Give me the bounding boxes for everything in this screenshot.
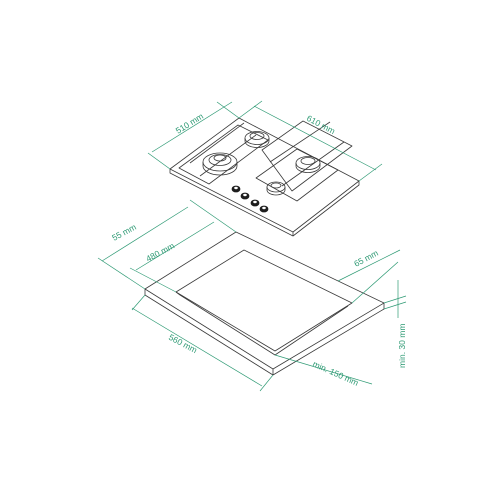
pan-support-right <box>261 120 353 192</box>
burner-right <box>295 156 321 173</box>
control-knobs <box>231 185 269 213</box>
margin-65-line <box>337 249 401 282</box>
margin-55-line <box>101 206 189 262</box>
width-dimension-line <box>253 105 377 171</box>
margin-55-label: 55 mm <box>110 222 138 243</box>
burner-front-small <box>266 181 286 196</box>
countertop <box>144 231 385 376</box>
cutout-dimension-lines <box>97 199 407 392</box>
min-150-label: min. 150 mm <box>311 359 360 388</box>
cutout-inner-edge <box>175 291 349 356</box>
depth-480-line <box>135 221 215 271</box>
depth-480-label: 480 mm <box>144 241 176 264</box>
hob-depth-label: 510 mm <box>174 111 205 136</box>
gas-hob <box>169 117 360 237</box>
width-560-label: 560 mm <box>167 332 199 355</box>
depth-dimension-line <box>151 101 233 153</box>
min-30-label: min. 30 mm <box>397 324 407 368</box>
countertop-thickness <box>144 289 385 376</box>
hob-dimension-lines <box>147 100 383 182</box>
burner-rear <box>244 131 270 148</box>
cutout-opening <box>175 249 353 352</box>
min-150-line <box>274 354 373 385</box>
margin-65-label: 65 mm <box>352 248 380 269</box>
width-560-line <box>131 307 263 387</box>
burner-large <box>202 152 238 176</box>
